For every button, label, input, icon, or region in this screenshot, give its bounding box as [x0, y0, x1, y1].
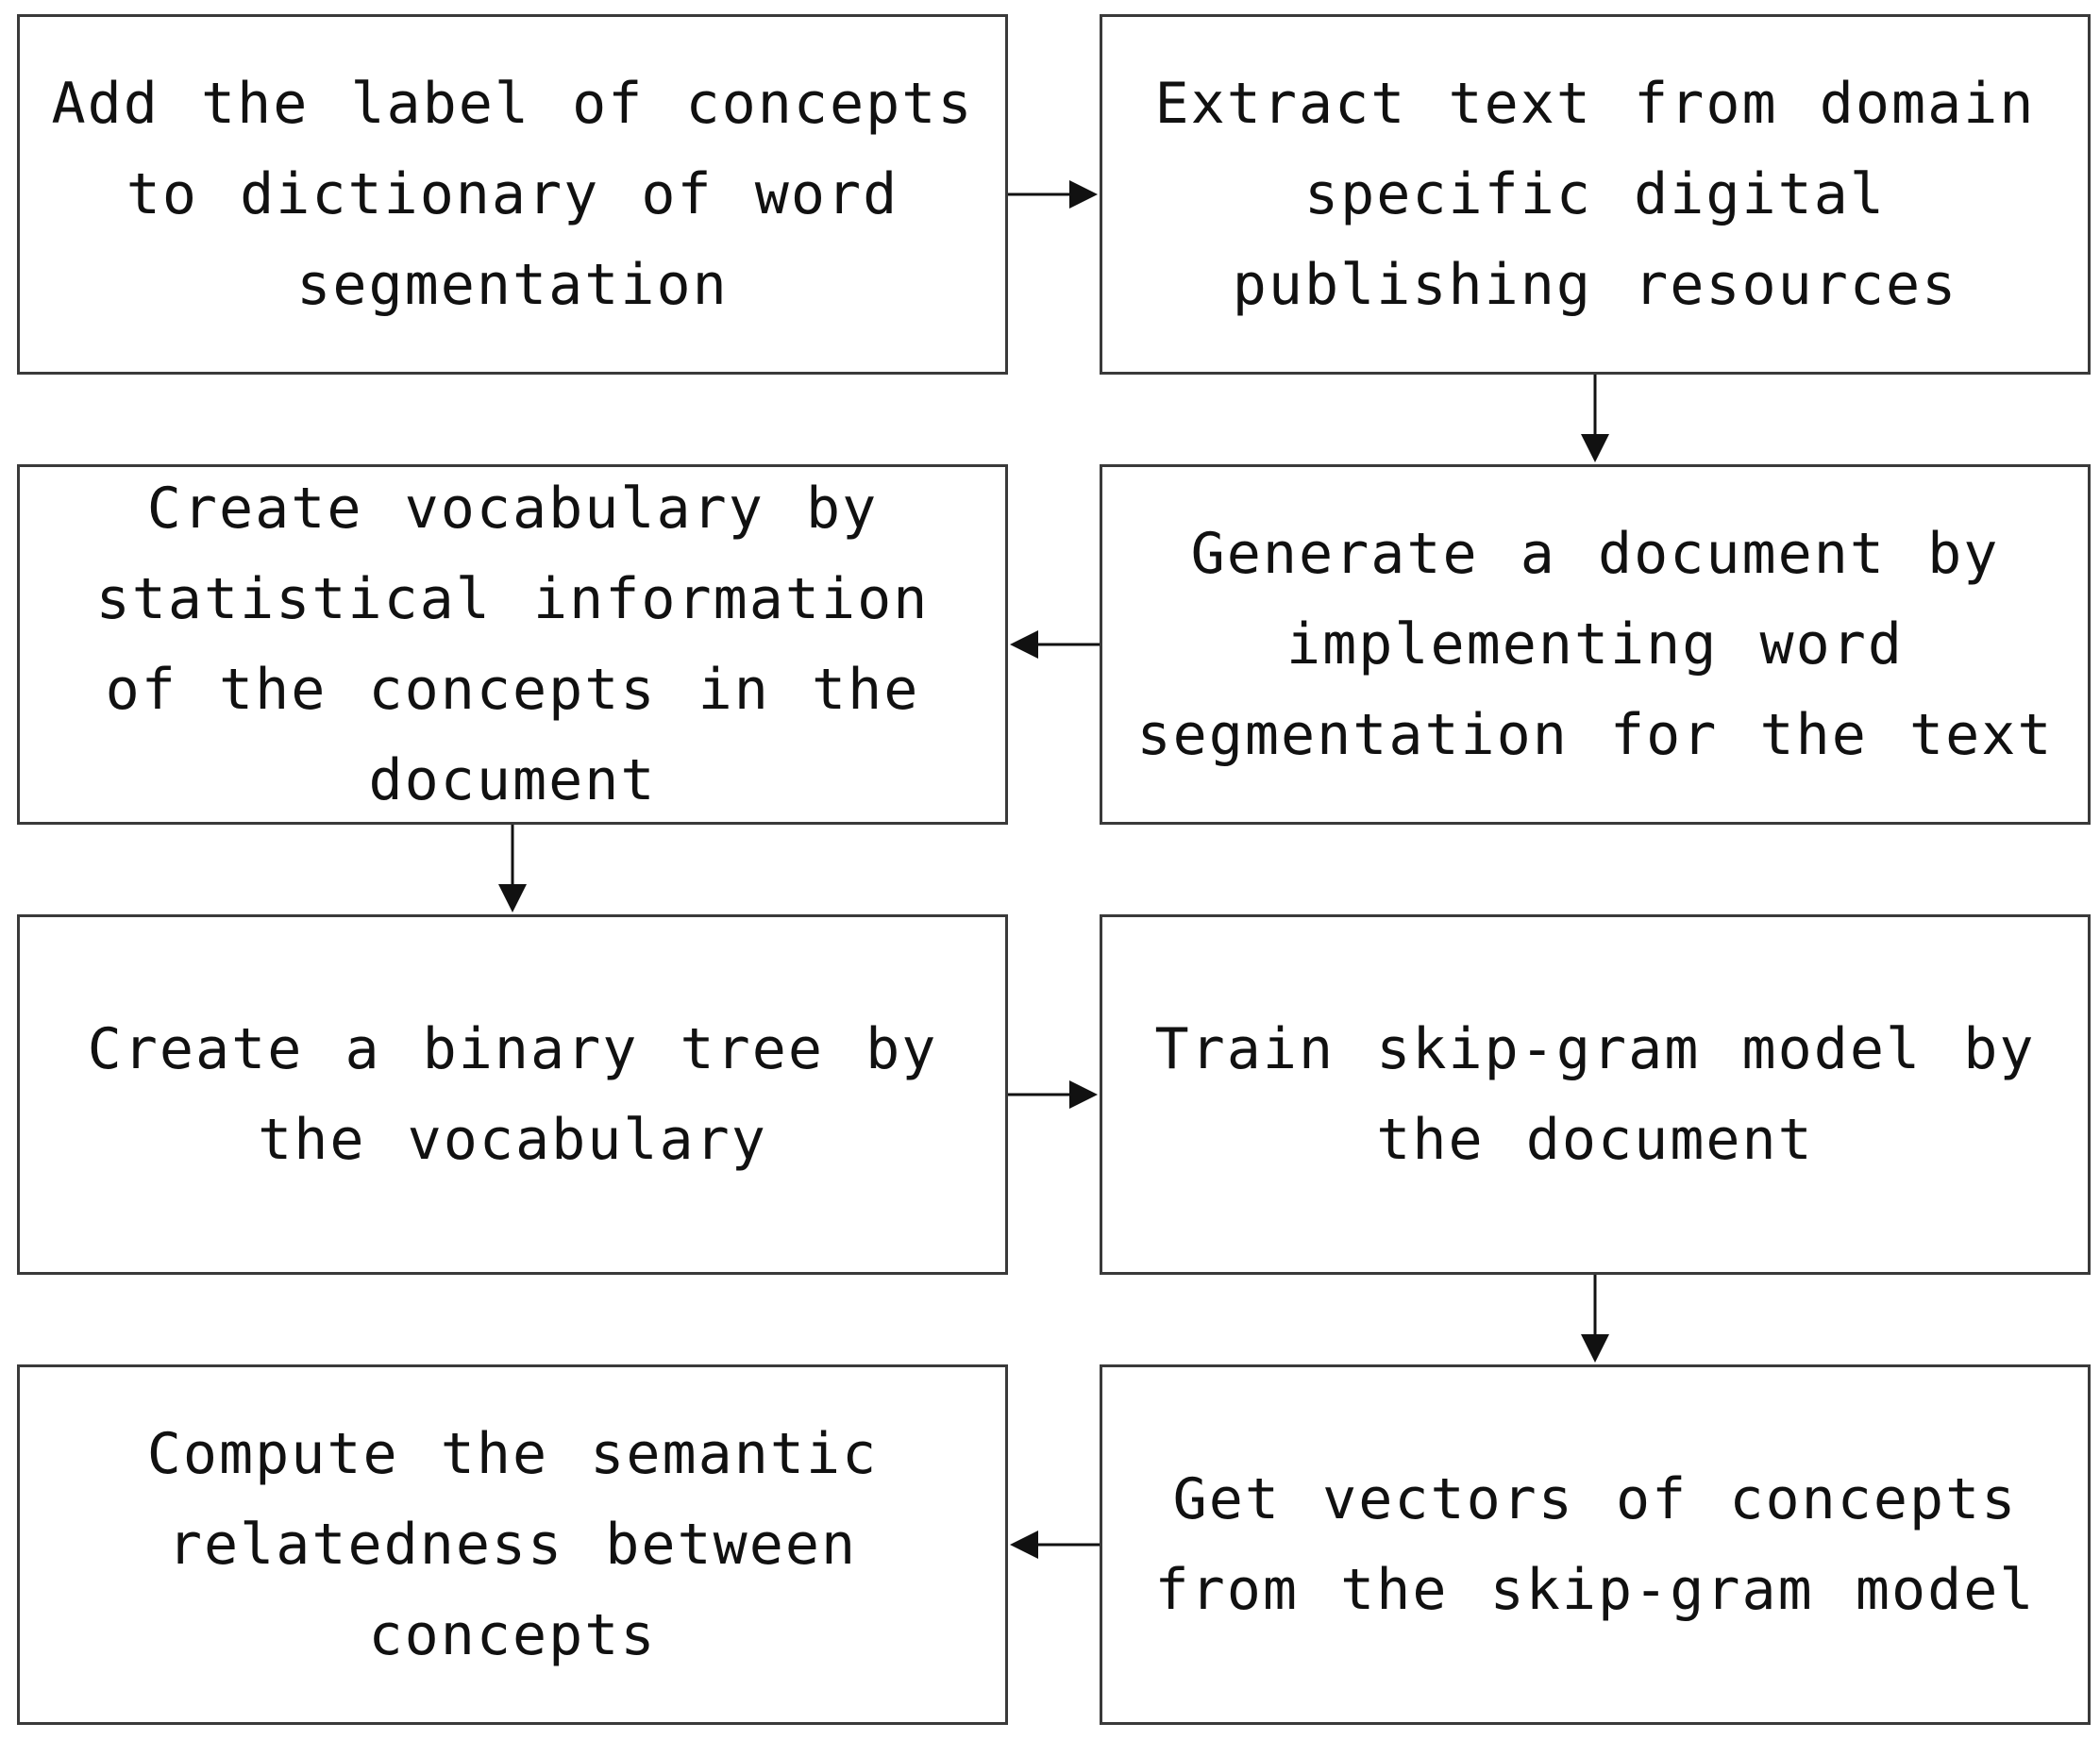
- step-generate-document-text: Generate a document by implementing word…: [1136, 521, 2054, 768]
- step-create-binary-tree-box: Create a binary tree by the vocabulary: [17, 914, 1008, 1275]
- step-get-vectors-text: Get vectors of concepts from the skip-gr…: [1154, 1466, 2059, 1623]
- step-create-binary-tree-text: Create a binary tree by the vocabulary: [87, 1016, 980, 1173]
- step-train-skipgram-text: Train skip-gram model by the document: [1154, 1016, 2077, 1173]
- step-extract-text-text: Extract text from domain specific digita…: [1154, 71, 2077, 318]
- step-compute-relatedness-text: Compute the semantic relatedness between…: [146, 1421, 920, 1668]
- step-add-label-text: Add the label of concepts to dictionary …: [51, 71, 1016, 318]
- step-generate-document-box: Generate a document by implementing word…: [1100, 464, 2091, 825]
- step-create-vocabulary-box: Create vocabulary by statistical informa…: [17, 464, 1008, 825]
- step-train-skipgram-box: Train skip-gram model by the document: [1100, 914, 2091, 1275]
- step-create-vocabulary-text: Create vocabulary by statistical informa…: [95, 476, 971, 813]
- step-add-label-box: Add the label of concepts to dictionary …: [17, 14, 1008, 375]
- step-extract-text-box: Extract text from domain specific digita…: [1100, 14, 2091, 375]
- step-compute-relatedness-box: Compute the semantic relatedness between…: [17, 1364, 1008, 1725]
- step-get-vectors-box: Get vectors of concepts from the skip-gr…: [1100, 1364, 2091, 1725]
